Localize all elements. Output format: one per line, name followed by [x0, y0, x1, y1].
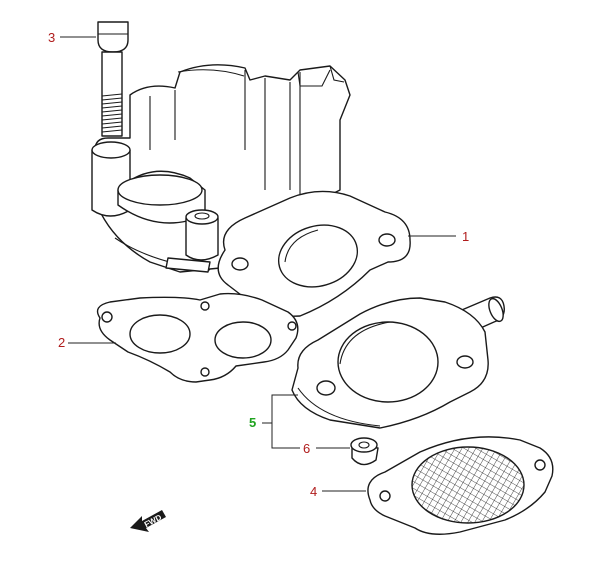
collar-part-6	[350, 437, 379, 466]
callout-3: 3	[48, 30, 56, 45]
gasket-part-2	[96, 292, 299, 383]
screen-gasket-part-4	[367, 436, 554, 535]
bolt-part-3	[97, 21, 129, 137]
pipe-flange-part-5	[291, 296, 505, 429]
forward-arrow-icon: FWD	[130, 510, 166, 532]
callout-2: 2	[58, 335, 66, 350]
flange-plate-part-1	[217, 190, 411, 317]
housing-body	[91, 64, 351, 273]
callout-4: 4	[310, 484, 318, 499]
leader-5	[262, 394, 300, 449]
callout-1: 1	[462, 229, 470, 244]
callout-6: 6	[303, 441, 311, 456]
callout-5: 5	[249, 415, 257, 430]
leader-lines	[60, 36, 456, 492]
